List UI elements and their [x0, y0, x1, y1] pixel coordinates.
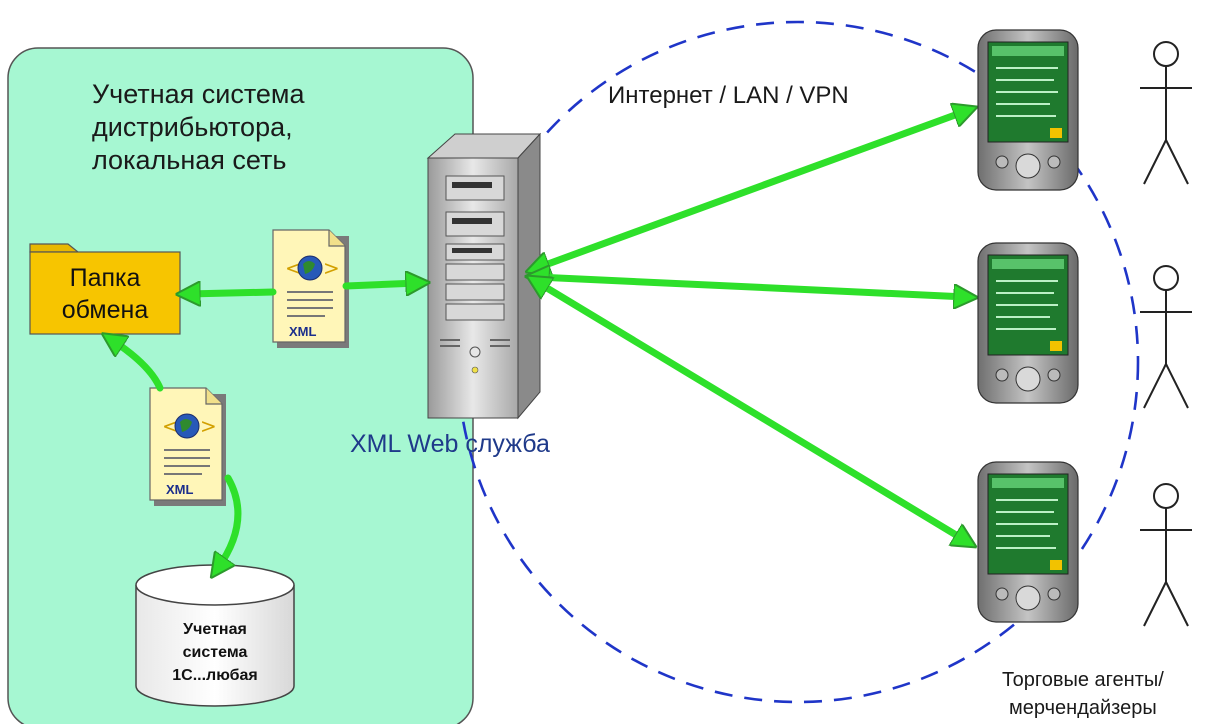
web-service-label: XML Web служба — [350, 430, 550, 458]
arrow-server-pda1 — [537, 111, 966, 268]
xml-tag-label: XML — [166, 482, 194, 497]
svg-text:<: < — [162, 414, 179, 438]
agents-label: Торговые агенты/ мерчендайзеры — [1002, 669, 1164, 719]
network-label: Интернет / LAN / VPN — [608, 82, 849, 109]
user-figure-icon — [1140, 41, 1192, 185]
xml-document-icon: < > XML — [149, 387, 226, 506]
database-label: Учетная система 1С...любая — [172, 621, 258, 684]
svg-text:<: < — [285, 256, 302, 280]
arrow-xml-server — [342, 283, 418, 286]
xml-document-icon: < > XML — [272, 229, 349, 348]
user-figure-icon — [1140, 483, 1192, 627]
xml-tag-label: XML — [289, 324, 317, 339]
arrow-xml-db — [218, 474, 242, 568]
arrow-server-pda3 — [537, 282, 966, 541]
arrow-server-pda2 — [537, 277, 966, 297]
pda-device-icon — [977, 461, 1079, 623]
arrow-folder-xml — [188, 292, 277, 294]
pda-device-icon — [977, 29, 1079, 191]
exchange-folder-label: Папка обмена — [61, 264, 149, 324]
exchange-folder-icon — [29, 243, 181, 335]
database-cylinder-icon — [135, 564, 295, 707]
arrow-db-folder — [112, 340, 164, 392]
server-tower-icon — [426, 132, 542, 420]
local-network-title: Учетная система дистрибьютора, локальная… — [92, 79, 305, 175]
pda-device-icon — [977, 242, 1079, 404]
svg-text:>: > — [200, 414, 217, 438]
svg-text:>: > — [323, 256, 340, 280]
user-figure-icon — [1140, 265, 1192, 409]
